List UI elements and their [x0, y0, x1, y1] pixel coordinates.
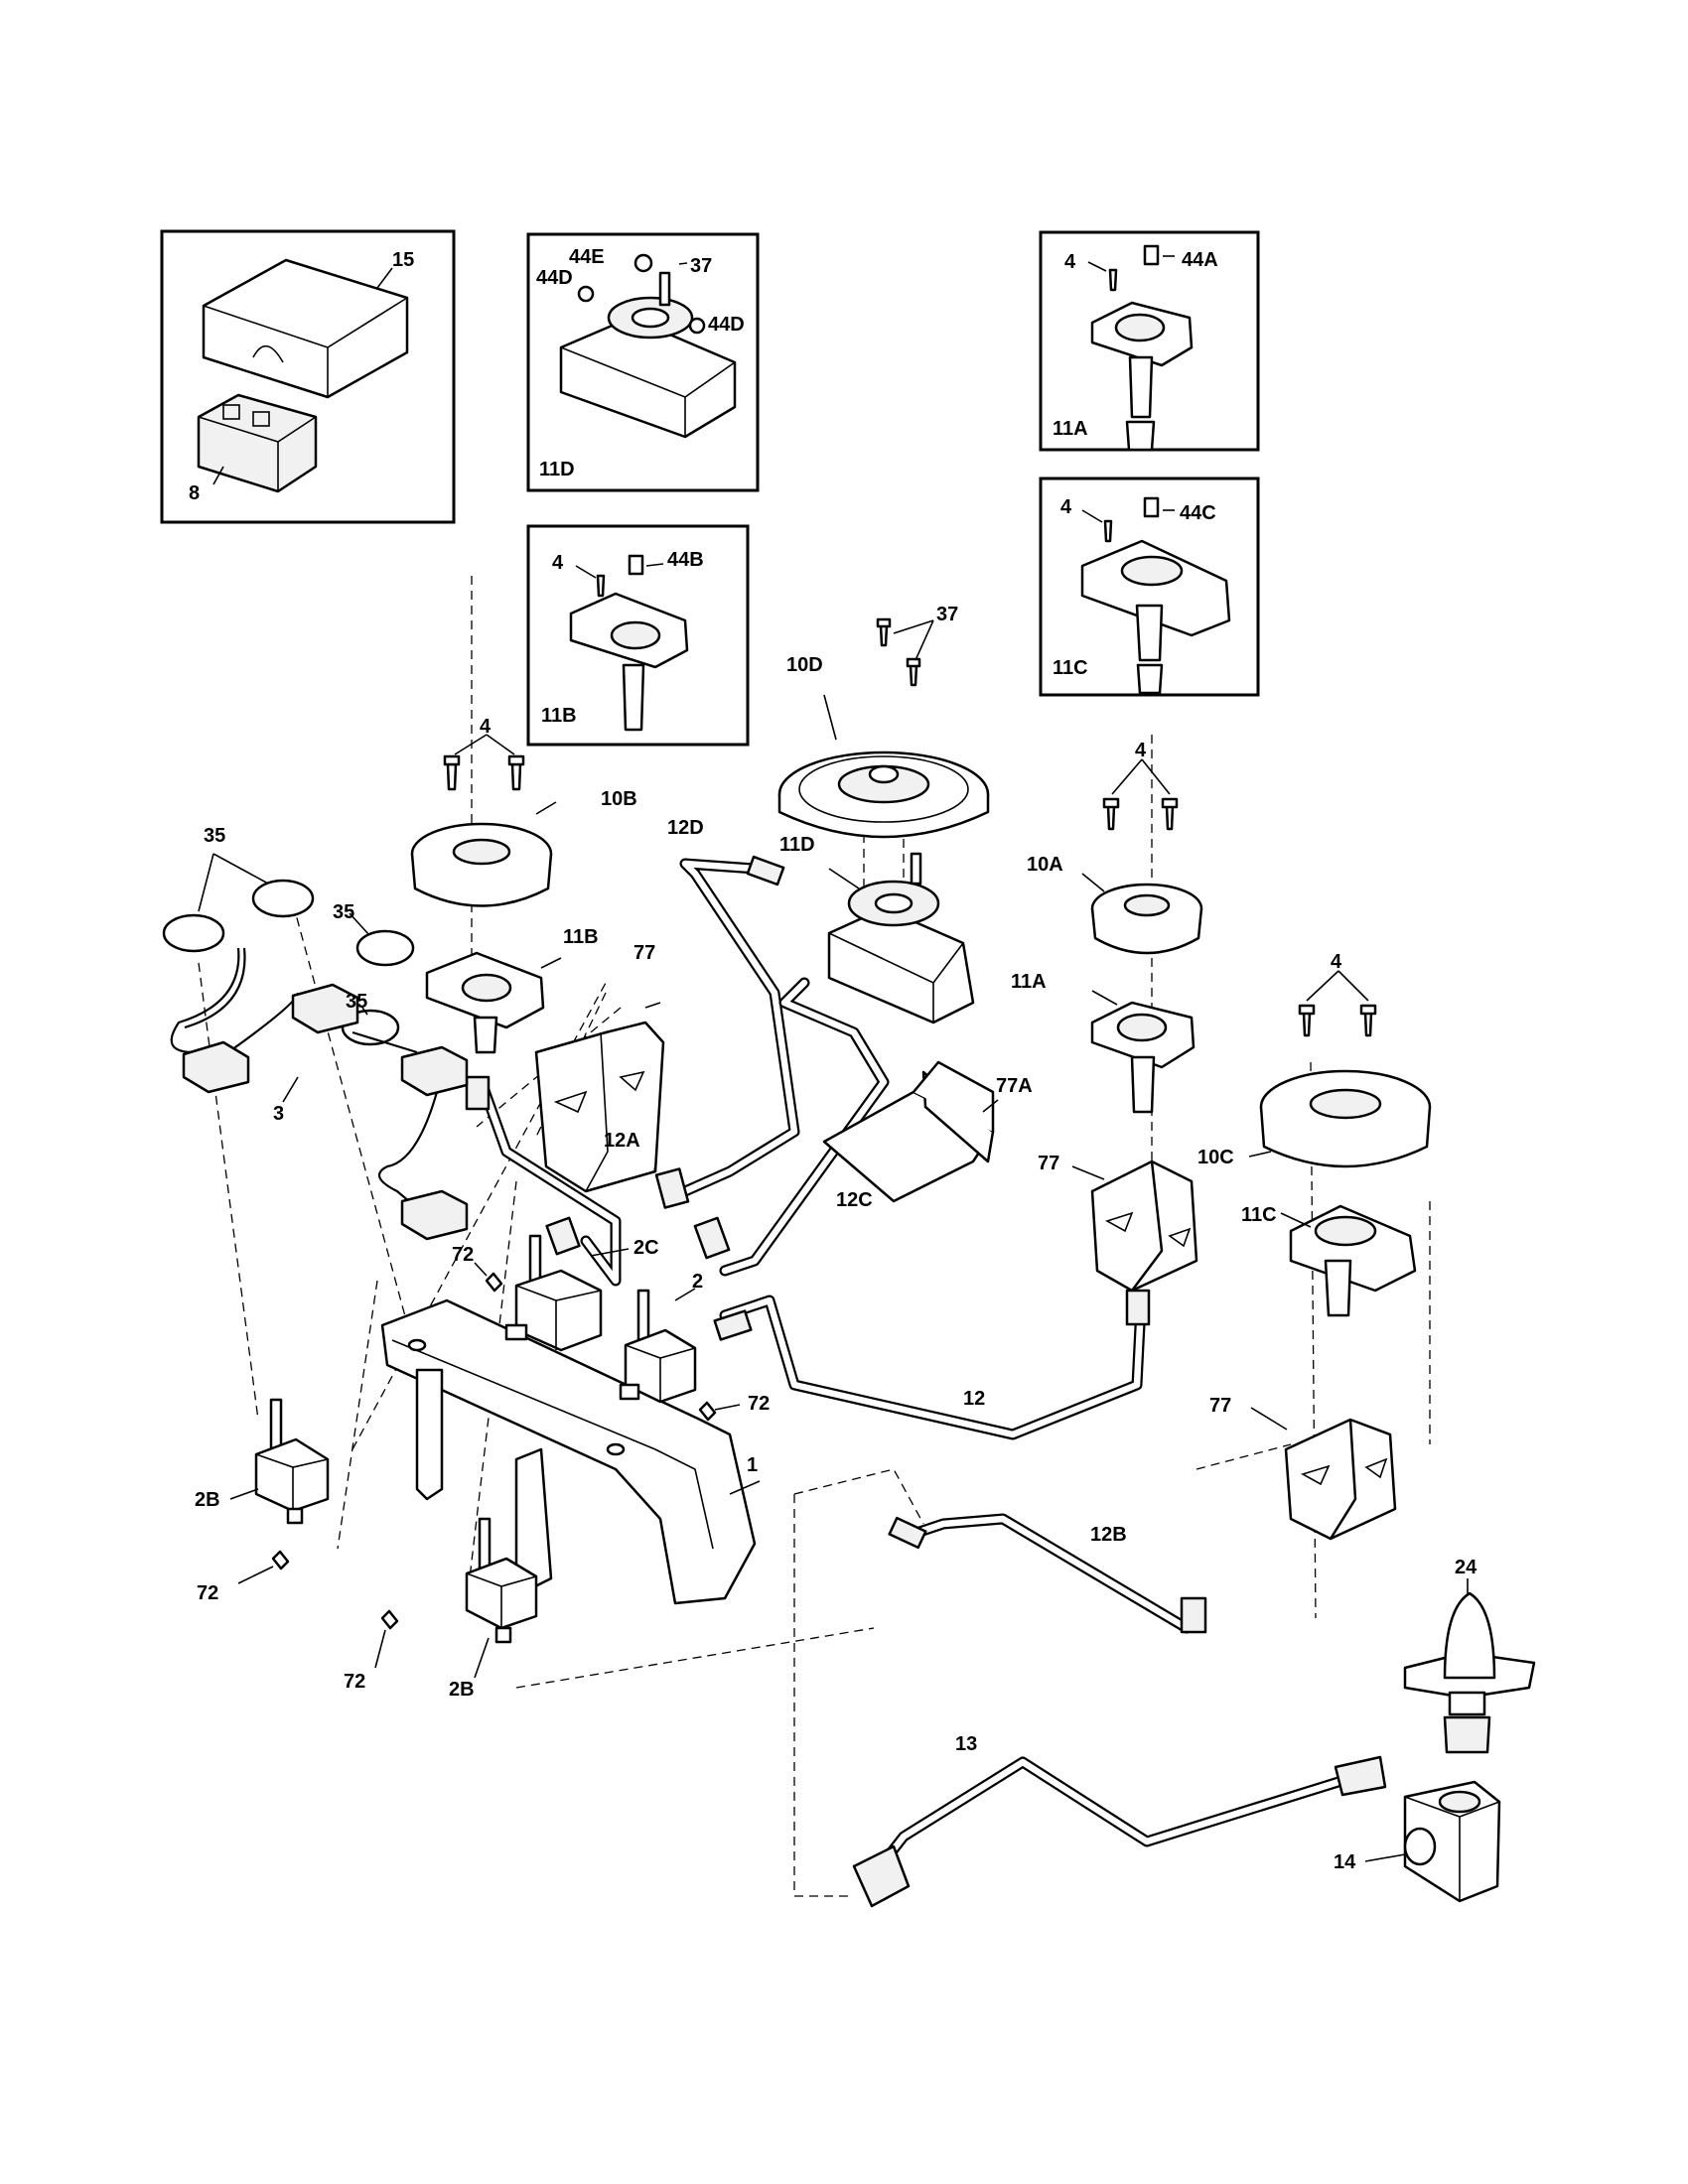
label-2b-bottom: 2B: [449, 1679, 475, 1701]
valve-2b-bottom: [465, 1517, 538, 1679]
label-4-11c-inset: 4: [1060, 496, 1072, 518]
label-72-top: 72: [452, 1244, 474, 1266]
inset-igniter-module: [160, 229, 456, 524]
label-15: 15: [392, 249, 414, 271]
label-1: 1: [747, 1454, 758, 1476]
label-77-mid: 77: [1038, 1153, 1059, 1174]
label-37-inset: 37: [690, 255, 712, 277]
label-35-low: 35: [346, 991, 367, 1013]
burner-base-11a: [1090, 990, 1196, 1114]
burner-caps-35: [162, 853, 415, 1046]
label-44b: 44B: [667, 549, 704, 571]
label-12c: 12C: [836, 1189, 873, 1211]
label-2b-left: 2B: [195, 1489, 220, 1511]
label-2c: 2C: [633, 1237, 659, 1259]
bracket-77-left: [534, 1002, 665, 1193]
burner-base-11d: [827, 852, 975, 1024]
bracket-77a: [822, 1060, 999, 1203]
gas-tubes: [465, 855, 1387, 1908]
label-13: 13: [955, 1733, 977, 1755]
label-44a: 44A: [1182, 249, 1218, 271]
label-12d: 12D: [667, 817, 704, 839]
valve-2c: [504, 1234, 630, 1352]
label-11d: 11D: [779, 834, 815, 856]
label-44d-right: 44D: [708, 314, 745, 336]
burner-base-11b: [425, 951, 562, 1054]
label-11d-inset: 11D: [539, 459, 575, 480]
fitting-24: [1403, 1578, 1536, 1754]
label-12b: 12B: [1090, 1524, 1127, 1546]
label-12: 12: [963, 1388, 985, 1410]
label-44d-left: 44D: [536, 267, 573, 289]
label-11a: 11A: [1011, 971, 1047, 993]
inset-burner-base-11b: [526, 524, 750, 747]
burner-head-10c: [1248, 1069, 1432, 1168]
label-4-10a: 4: [1135, 740, 1147, 761]
label-4-10c: 4: [1331, 951, 1342, 973]
label-2: 2: [692, 1271, 703, 1293]
inset-burner-base-11a: [1039, 230, 1260, 452]
label-77a: 77A: [996, 1075, 1033, 1097]
burner-head-10a: [1081, 873, 1203, 955]
label-10d: 10D: [786, 654, 823, 676]
label-11a-inset: 11A: [1053, 418, 1088, 440]
burner-base-11c: [1280, 1204, 1417, 1317]
part-labels: 15 8 44E 37 44D 44D 11D 4 44A 11A 4 44B …: [189, 246, 1477, 1873]
label-11b: 11B: [563, 926, 599, 948]
igniter-harness: [170, 947, 469, 1241]
label-77-right: 77: [1209, 1395, 1231, 1417]
inset-burner-base-11c: [1039, 477, 1260, 697]
gas-manifold: [380, 1298, 761, 1605]
label-14: 14: [1334, 1851, 1356, 1873]
label-44e: 44E: [569, 246, 605, 268]
valve-2: [619, 1288, 697, 1404]
label-4-10b: 4: [480, 716, 492, 738]
burner-head-10b: [410, 801, 557, 907]
label-12a: 12A: [604, 1130, 640, 1152]
valve-2b-left: [229, 1398, 330, 1525]
label-77-left: 77: [633, 942, 655, 964]
label-11c: 11C: [1241, 1204, 1277, 1226]
label-35-top: 35: [204, 825, 225, 847]
regulator-14: [1364, 1780, 1501, 1903]
label-10b: 10B: [601, 788, 637, 810]
label-4-11a-inset: 4: [1064, 251, 1076, 273]
bracket-77-mid: [1071, 1160, 1198, 1293]
label-44c: 44C: [1180, 502, 1216, 524]
label-24: 24: [1455, 1557, 1477, 1578]
label-72-mid: 72: [748, 1393, 770, 1415]
inset-burner-base-11d: [526, 232, 760, 492]
label-10a: 10A: [1027, 854, 1063, 876]
label-72-bottom: 72: [344, 1671, 365, 1693]
burner-head-10d: [777, 694, 990, 839]
label-37: 37: [936, 604, 958, 625]
label-4-11b-inset: 4: [552, 552, 564, 574]
label-10c: 10C: [1197, 1147, 1234, 1168]
screws: [237, 617, 1377, 1669]
label-72-left: 72: [197, 1582, 218, 1604]
label-8: 8: [189, 482, 200, 504]
label-11c-inset: 11C: [1053, 657, 1088, 679]
bracket-77-right: [1250, 1407, 1397, 1541]
label-11b-inset: 11B: [541, 705, 577, 727]
label-35-mid: 35: [333, 901, 354, 923]
label-3: 3: [273, 1103, 284, 1125]
